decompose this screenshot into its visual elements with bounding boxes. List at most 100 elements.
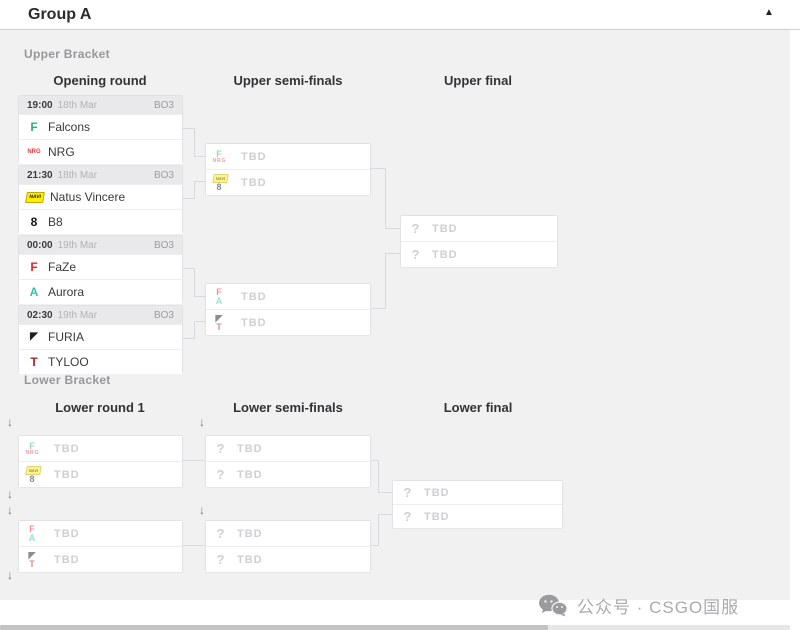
furia-logo: ◤ (28, 549, 37, 560)
tyloo-logo: T (30, 355, 38, 369)
tbd-label: TBD (54, 442, 80, 455)
team-row[interactable]: NRG NRG (19, 139, 182, 164)
tyloo-logo: T (29, 558, 36, 569)
tbd-slot[interactable]: ?TBD (401, 241, 557, 267)
team-name: NRG (48, 145, 75, 159)
match-card-lower-semi-final-2[interactable]: ?TBD?TBD (205, 520, 371, 572)
tbd-question-icon: ? (411, 221, 421, 236)
bracket-connector-line (385, 253, 386, 309)
team-name: Falcons (48, 120, 91, 134)
drop-to-lower-arrow-icon: ↓ (199, 415, 205, 429)
match-date: 19th Mar (57, 239, 98, 251)
bracket-connector-line (378, 514, 379, 546)
team-name: FURIA (48, 330, 84, 344)
match-date: 18th Mar (57, 99, 98, 111)
team-row[interactable]: NAVI Natus Vincere (19, 184, 182, 209)
match-format: BO3 (153, 169, 174, 181)
tbd-slot[interactable]: ?TBD (393, 481, 562, 504)
tbd-slot[interactable]: ?TBD (206, 436, 370, 461)
bracket-connector-line (194, 181, 195, 199)
watermark-text: 公众号 · CSGO国服 (577, 598, 740, 617)
tbd-slot[interactable]: ? TBD (206, 546, 370, 572)
bracket-connector-line (194, 268, 195, 297)
match-header: 02:30 19th Mar BO3 (19, 306, 182, 324)
match-time: 19:00 (27, 99, 53, 111)
match-time: 02:30 (27, 309, 53, 321)
natus-vincere-logo: NAVI (25, 191, 45, 203)
natus-vincere-logo: NAVI (212, 173, 229, 183)
match-date: 19th Mar (57, 309, 98, 321)
falcons-logo: F (30, 120, 38, 134)
tyloo-logo: T (216, 321, 223, 332)
match-format: BO3 (153, 99, 174, 111)
tbd-question-icon: ? (216, 552, 226, 567)
bracket-connector-line (183, 128, 194, 129)
bracket-panel: Upper Bracket Opening round Upper semi-f… (0, 30, 790, 630)
collapse-icon[interactable]: ▲ (764, 7, 774, 18)
tbd-slot[interactable]: ?TBD (206, 461, 370, 487)
team-row[interactable]: T TYLOO (19, 349, 182, 374)
match-card-lower-final[interactable]: ?TBD?TBD (392, 480, 563, 528)
bracket-connector-line (194, 321, 195, 339)
tbd-label: TBD (241, 290, 267, 303)
match-format: BO3 (153, 309, 174, 321)
falcons-logo: F (29, 440, 36, 451)
team-name: Natus Vincere (50, 190, 126, 204)
nrg-logo: NRG (27, 149, 41, 155)
team-row[interactable]: F Falcons (19, 114, 182, 139)
team-name: TYLOO (48, 355, 89, 369)
tbd-question-icon: ? (216, 526, 226, 541)
group-title: Group A (28, 6, 92, 23)
match-header: 19:00 18th Mar BO3 (19, 96, 182, 114)
match-card-upper-final[interactable]: ?TBD?TBD (400, 215, 558, 267)
group-header[interactable]: Group A ▲ (0, 0, 800, 30)
match-date: 18th Mar (57, 169, 98, 181)
match-card-opening-round-4[interactable]: 02:30 19th Mar BO3 ◤FURIA T TYLOO (18, 305, 183, 374)
bracket-connector-line (183, 268, 194, 269)
drop-to-lower-arrow-icon: ↓ (199, 503, 205, 517)
tbd-slot[interactable]: ?TBD (401, 216, 557, 241)
bracket-connector-line (194, 156, 205, 157)
team-row[interactable]: ◤FURIA (19, 324, 182, 349)
tbd-label: TBD (237, 553, 263, 566)
bracket-connector-line (385, 168, 386, 229)
tbd-label: TBD (241, 176, 267, 189)
match-time: 00:00 (27, 239, 53, 251)
tbd-slot[interactable]: ?TBD (393, 504, 562, 528)
lower-bracket-label: Lower Bracket (24, 373, 111, 387)
bracket-connector-line (183, 198, 194, 199)
b8-logo: 8 (216, 181, 223, 192)
horizontal-scrollbar-thumb[interactable] (0, 625, 548, 630)
tbd-slot[interactable]: ?TBD (206, 521, 370, 546)
drop-to-lower-arrow-icon: ↓ (7, 568, 13, 582)
tbd-label: TBD (237, 442, 263, 455)
tbd-question-icon: ? (403, 485, 413, 500)
match-card-lower-semi-final-1[interactable]: ?TBD?TBD (205, 435, 371, 487)
bracket-connector-line (194, 181, 205, 182)
